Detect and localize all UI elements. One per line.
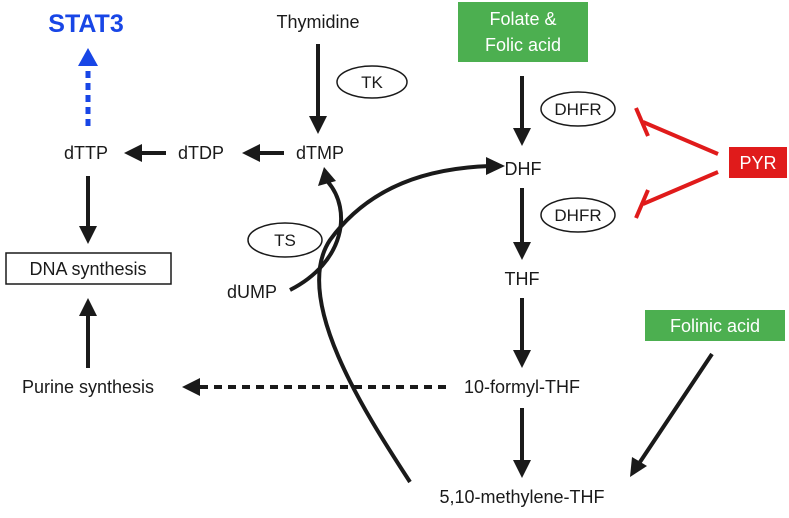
ts-enzyme-ellipse xyxy=(247,222,323,258)
formyl-thf-label: 10-formyl-THF xyxy=(464,377,580,397)
dump-to-dtmp-curve xyxy=(289,180,343,292)
thymidine-label: Thymidine xyxy=(276,12,359,32)
methylene-to-dhf-arrowhead xyxy=(486,157,505,175)
methylene-to-dhf-curve xyxy=(317,164,491,484)
tk-enzyme-label: TK xyxy=(361,73,383,92)
pyr-label: PYR xyxy=(739,153,776,173)
folate-line2: Folic acid xyxy=(485,35,561,55)
folinic-to-methylene-arrow xyxy=(638,352,714,464)
folate-arrowhead xyxy=(513,128,531,146)
pyr-inhibit-top-bar xyxy=(634,107,650,137)
dhfr-bottom-ellipse xyxy=(540,197,616,233)
pyr-inhibit-bottom-bar xyxy=(634,189,650,219)
folate-line1: Folate & xyxy=(489,9,556,29)
dna-synthesis-box xyxy=(5,252,172,285)
folinic-to-methylene-arrowhead xyxy=(630,457,647,477)
dtmp-to-dtdp-arrowhead xyxy=(242,144,260,162)
dttp-to-dna-arrowhead xyxy=(79,226,97,244)
dttp-label: dTTP xyxy=(64,143,108,163)
dna-synthesis-label: DNA synthesis xyxy=(29,259,146,279)
folinic-acid-label: Folinic acid xyxy=(670,316,760,336)
folate-box xyxy=(458,2,588,62)
dump-to-dtmp-arrowhead xyxy=(318,167,336,186)
dhfr-top-ellipse xyxy=(540,91,616,127)
pyr-box xyxy=(729,147,787,178)
dhf-label: DHF xyxy=(505,159,542,179)
stat3-label: STAT3 xyxy=(48,10,123,38)
thf-to-formyl-arrowhead xyxy=(513,350,531,368)
purine-synthesis-label: Purine synthesis xyxy=(22,377,154,397)
dtdp-to-dttp-arrowhead xyxy=(124,144,142,162)
purine-to-dna-arrowhead xyxy=(79,298,97,316)
thymidine-arrowhead xyxy=(309,116,327,134)
pyr-inhibit-top-line xyxy=(642,120,719,156)
dump-label: dUMP xyxy=(227,282,277,302)
methylene-thf-label: 5,10-methylene-THF xyxy=(439,487,604,507)
dhf-to-thf-arrowhead xyxy=(513,242,531,260)
folinic-acid-box xyxy=(645,310,785,341)
thf-label: THF xyxy=(505,269,540,289)
dtmp-label: dTMP xyxy=(296,143,344,163)
stat3-arrowhead xyxy=(78,48,98,66)
ts-enzyme-label: TS xyxy=(274,231,296,250)
formyl-to-purine-arrowhead xyxy=(182,378,200,396)
dhfr-bottom-label: DHFR xyxy=(554,206,601,225)
formyl-to-methylene-arrowhead xyxy=(513,460,531,478)
dtdp-label: dTDP xyxy=(178,143,224,163)
pyr-inhibit-bottom-line xyxy=(642,170,719,206)
tk-enzyme-ellipse xyxy=(336,65,408,99)
dhfr-top-label: DHFR xyxy=(554,100,601,119)
